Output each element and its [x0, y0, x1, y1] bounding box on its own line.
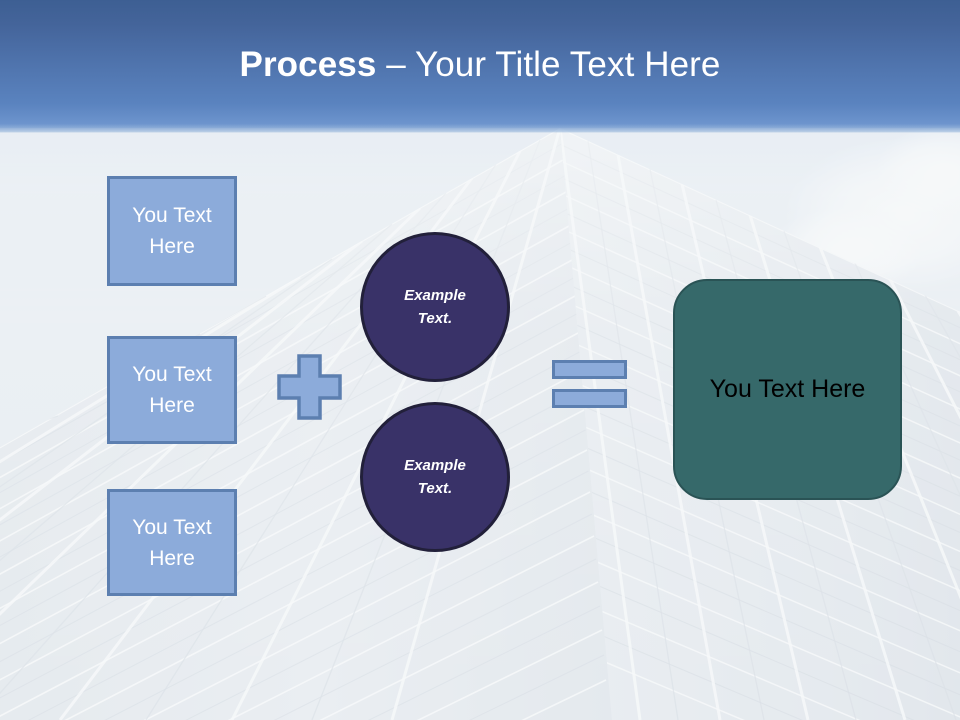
title-band — [0, 0, 960, 133]
example-circle-2[interactable]: Example Text. — [360, 402, 510, 552]
page-title-rest: – Your Title Text Here — [376, 45, 721, 84]
input-box-2[interactable]: You Text Here — [107, 336, 237, 444]
equals-operator-icon — [552, 360, 627, 408]
input-box-3-label: You Text Here — [132, 515, 212, 570]
result-box-label: You Text Here — [709, 375, 866, 403]
example-circle-1[interactable]: Example Text. — [360, 232, 510, 382]
equals-bar-top — [552, 360, 627, 379]
input-box-3[interactable]: You Text Here — [107, 489, 237, 596]
equals-bar-bottom — [552, 389, 627, 408]
page-title: Process – Your Title Text Here — [0, 44, 960, 86]
input-box-2-label: You Text Here — [132, 363, 212, 417]
page-title-bold: Process — [239, 45, 377, 84]
input-box-1[interactable]: You Text Here — [107, 176, 237, 286]
result-box[interactable]: You Text Here — [673, 279, 902, 500]
example-circle-1-label: Example Text. — [404, 287, 466, 327]
input-box-1-label: You Text Here — [132, 204, 212, 258]
plus-operator-icon — [277, 354, 342, 420]
example-circle-2-label: Example Text. — [404, 457, 466, 497]
